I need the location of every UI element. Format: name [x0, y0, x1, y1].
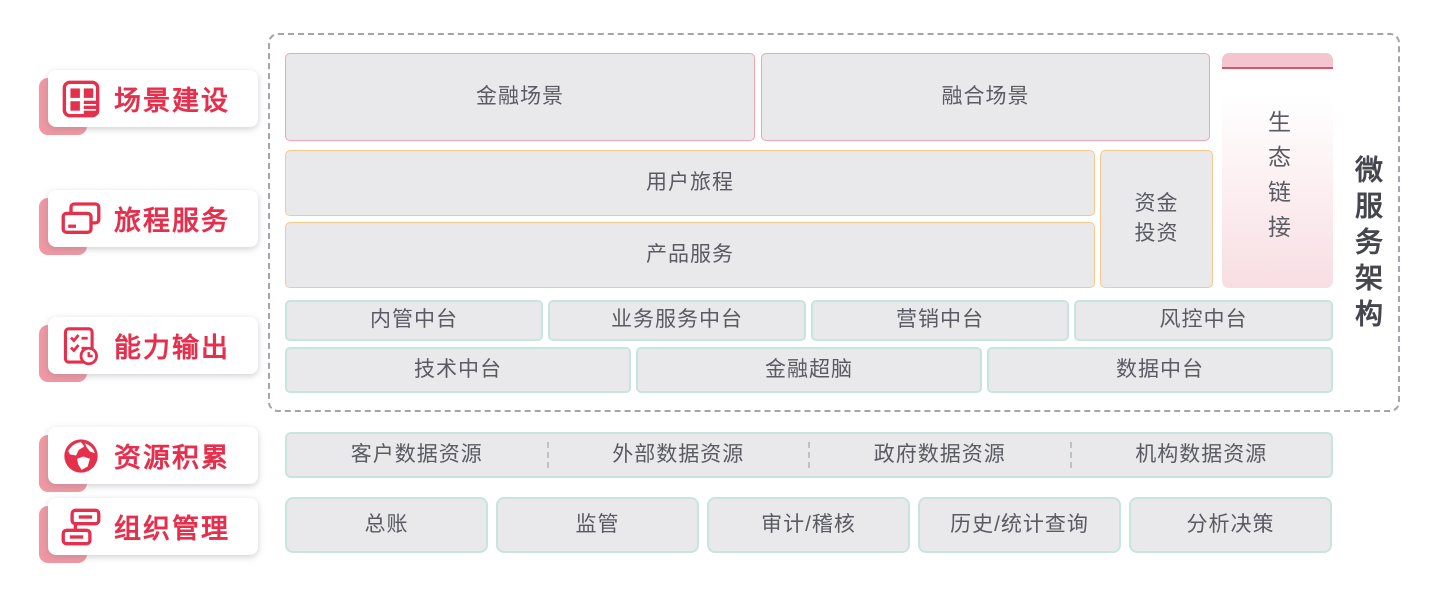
box-label: 数据中台 — [1116, 357, 1204, 381]
box-general-ledger: 总账 — [285, 497, 488, 553]
sidebar-item-resource-accumulation: 资源积累 — [39, 427, 258, 492]
frame-title: 微服务架构 — [1336, 122, 1398, 367]
data-resources-bar: 客户数据资源 外部数据资源 政府数据资源 机构数据资源 — [285, 432, 1333, 478]
box-label: 风控中台 — [1159, 308, 1248, 332]
dashed-separator — [808, 441, 810, 469]
box-capital-investment: 资金投资 — [1100, 150, 1213, 288]
sidebar-item-scene-building: 场景建设 — [39, 70, 258, 135]
resource-cell-external-data: 外部数据资源 — [549, 434, 809, 476]
box-user-journey: 用户旅程 — [285, 150, 1095, 216]
box-fusion-scene: 融合场景 — [761, 53, 1210, 141]
resource-cell-customer-data: 客户数据资源 — [287, 434, 547, 476]
box-label: 产品服务 — [646, 242, 734, 266]
box-audit: 审计/稽核 — [707, 497, 910, 553]
box-label: 监管 — [575, 512, 620, 536]
dashed-separator — [546, 441, 549, 469]
box-supervision: 监管 — [496, 497, 699, 553]
box-label: 审计/稽核 — [761, 512, 856, 536]
sidebar-item-label: 旅程服务 — [114, 206, 230, 236]
box-label: 技术中台 — [414, 357, 502, 381]
credit-cards-icon — [61, 199, 101, 239]
box-label: 外部数据资源 — [612, 442, 745, 466]
sidebar-item-label: 场景建设 — [114, 86, 230, 116]
box-data-platform: 数据中台 — [987, 347, 1333, 393]
box-marketing-platform: 营销中台 — [811, 300, 1069, 341]
box-label: 用户旅程 — [646, 170, 734, 194]
box-label: 内管中台 — [370, 308, 458, 332]
box-internal-mgmt-platform: 内管中台 — [285, 300, 543, 341]
box-analysis-decision: 分析决策 — [1129, 497, 1332, 553]
eco-link-header-band — [1222, 53, 1333, 69]
box-label: 金融场景 — [476, 84, 564, 108]
resource-cell-institution-data: 机构数据资源 — [1072, 434, 1332, 476]
sidebar-item-journey-service: 旅程服务 — [39, 190, 258, 255]
box-label: 历史/统计查询 — [950, 512, 1089, 536]
box-financial-scene: 金融场景 — [285, 53, 755, 141]
sidebar-item-label: 资源积累 — [114, 443, 230, 473]
sidebar-item-label: 能力输出 — [114, 333, 230, 363]
box-technology-platform: 技术中台 — [285, 347, 631, 393]
box-label: 客户数据资源 — [350, 442, 483, 466]
resource-cell-government-data: 政府数据资源 — [810, 434, 1070, 476]
sidebar-item-organization-management: 组织管理 — [39, 498, 258, 563]
box-label: 营销中台 — [896, 308, 984, 332]
layout-grid-icon — [61, 79, 101, 119]
box-label: 总账 — [364, 512, 409, 536]
box-risk-control-platform: 风控中台 — [1074, 300, 1333, 341]
box-label: 资金投资 — [1134, 191, 1179, 245]
box-label: 金融超脑 — [765, 357, 853, 381]
box-eco-link: 生态链接 — [1222, 53, 1333, 288]
microservice-frame — [268, 33, 1400, 412]
sidebar-item-label: 组织管理 — [114, 514, 230, 544]
box-label: 政府数据资源 — [873, 442, 1006, 466]
globe-icon — [61, 436, 101, 476]
box-business-service-platform: 业务服务中台 — [548, 300, 806, 341]
box-financial-superbrain: 金融超脑 — [636, 347, 982, 393]
frame-title-text: 微服务架构 — [1352, 154, 1383, 335]
checklist-clock-icon — [61, 326, 101, 366]
sidebar-item-capability-output: 能力输出 — [39, 317, 258, 382]
org-flow-icon — [61, 507, 101, 547]
dashed-separator — [1069, 441, 1072, 469]
box-product-service: 产品服务 — [285, 222, 1095, 288]
box-label: 分析决策 — [1186, 512, 1275, 536]
box-label: 融合场景 — [941, 84, 1030, 108]
box-label: 机构数据资源 — [1135, 442, 1268, 466]
box-history-statistics-query: 历史/统计查询 — [918, 497, 1121, 553]
box-label: 生态链接 — [1264, 109, 1291, 250]
box-label: 业务服务中台 — [611, 308, 743, 332]
